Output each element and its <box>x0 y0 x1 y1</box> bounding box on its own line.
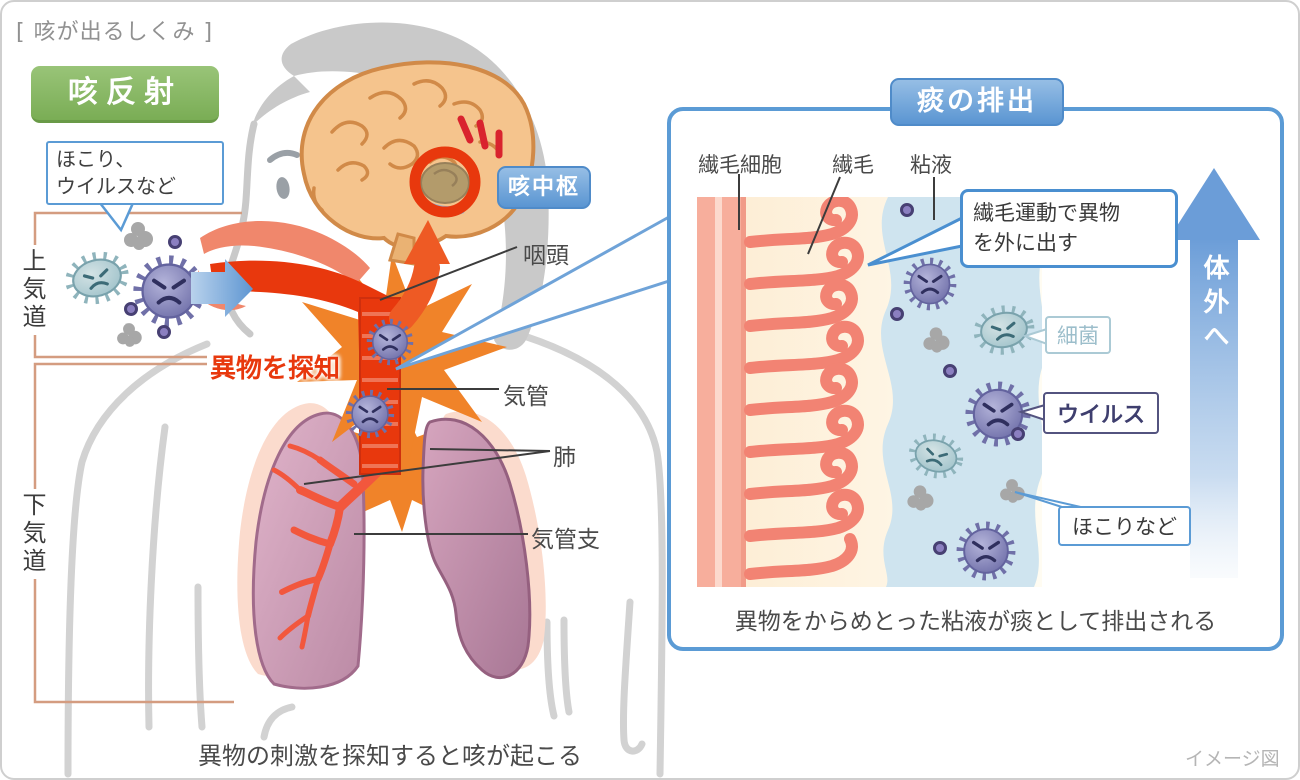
particle-dot <box>157 325 171 339</box>
alert-sparks-icon <box>457 115 503 159</box>
cilium-icon <box>744 197 864 580</box>
body-outline <box>64 333 666 778</box>
foreign-matter-bubble: ほこり、 ウイルスなど <box>46 141 224 205</box>
pharynx-label: 咽頭 <box>523 243 569 269</box>
particle-dot <box>124 302 138 316</box>
cilia-motion-bubble: 繊毛運動で異物 を外に出す <box>960 189 1178 268</box>
cilia-motion-line2: を外に出す <box>973 231 1078 256</box>
cilia-motion-line1: 繊毛運動で異物 <box>973 201 1120 225</box>
panel-leader-lines <box>738 174 935 255</box>
virus-icon <box>139 261 199 321</box>
page-title: [ 咳が出るしくみ ] <box>16 20 214 45</box>
cough-signal-arrow <box>389 220 450 331</box>
virus-bubble: ウイルス <box>1043 392 1160 434</box>
dust-icon <box>117 323 142 347</box>
cough-center-ring <box>409 115 503 218</box>
out-arrow-icon <box>1168 168 1260 578</box>
foreign-bubble-tail <box>97 201 135 233</box>
ciliated-cell-label: 繊毛細胞 <box>698 153 782 177</box>
dust-bubble: ほこりなど <box>1058 506 1191 546</box>
cough-center-badge: 咳中枢 <box>497 166 591 209</box>
bacteria-bubble: 細菌 <box>1045 316 1111 354</box>
inhale-arrow-icon <box>191 259 253 317</box>
foreign-matter-line2: ウイルスなど <box>56 174 176 198</box>
inhaled-germs <box>65 222 253 347</box>
upper-airway-label: 上気道 <box>15 245 50 335</box>
foreign-matter-line1: ほこり、 <box>56 147 136 171</box>
image-watermark: イメージ図 <box>1185 748 1280 770</box>
eyebrow <box>267 149 300 163</box>
detect-alert-label: 異物を探知 <box>210 354 341 384</box>
particle-dot <box>900 203 914 217</box>
left-caption: 異物の刺激を探知すると咳が起こる <box>198 742 582 770</box>
out-of-body-arrow-label: 体外へ <box>1199 254 1229 356</box>
upper-lip <box>200 220 370 284</box>
particle-dot <box>933 541 947 555</box>
lungs-icon <box>251 411 532 690</box>
bronchus-label: 気管支 <box>531 527 600 553</box>
hair-tuft <box>252 76 310 126</box>
lower-airway-label: 下気道 <box>15 489 50 579</box>
particle-dot <box>168 235 182 249</box>
particle-dot <box>943 364 957 378</box>
panel-caption: 異物をからめとった粘液が痰として排出される <box>734 609 1217 635</box>
mucus-label: 粘液 <box>910 153 952 177</box>
cough-reflex-badge: 咳反射 <box>31 66 219 123</box>
phlegm-panel-title-badge: 痰の排出 <box>890 78 1064 126</box>
particle-dot <box>1011 427 1025 441</box>
trachea-label: 気管 <box>503 384 549 410</box>
cilia-label: 繊毛 <box>832 153 874 177</box>
eye <box>276 177 290 199</box>
particle-dot <box>890 307 904 321</box>
cilia-scene <box>697 197 1042 587</box>
lung-label: 肺 <box>553 445 576 471</box>
dust-icon <box>124 222 153 250</box>
bacteria-icon <box>65 251 129 306</box>
anatomy-leader-lines <box>303 246 551 535</box>
